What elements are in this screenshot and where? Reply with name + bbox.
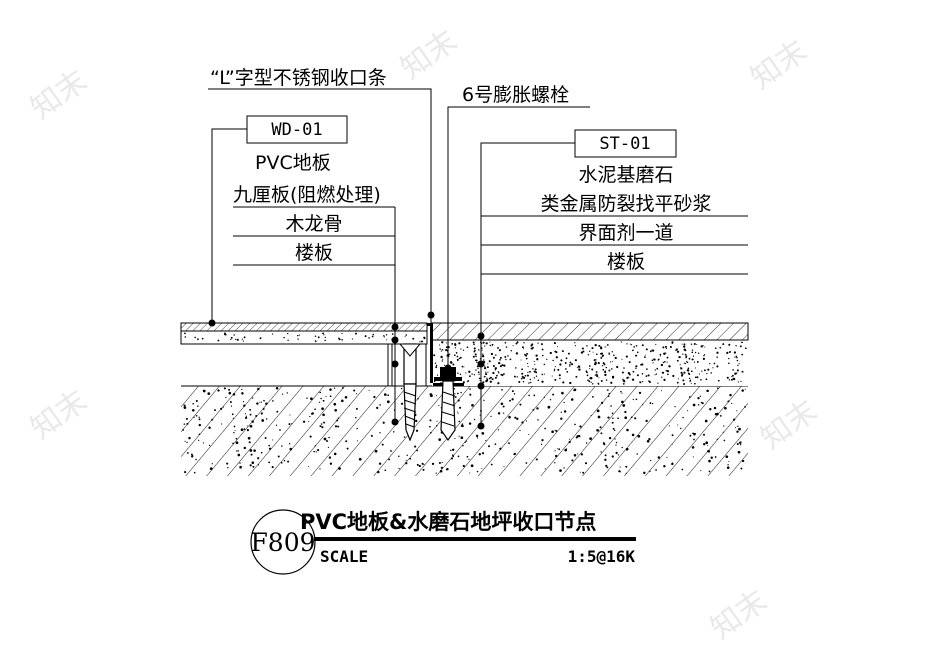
wd-01-code: WD-01: [271, 120, 322, 140]
plywood-layer: [180, 330, 428, 345]
right-slab-label: 楼板: [607, 251, 645, 273]
watermark: 知末: [25, 63, 94, 126]
left-slab-label: 楼板: [295, 242, 333, 264]
slab-stipple: [182, 387, 746, 475]
interface-agent-label: 界面剂一道: [578, 222, 673, 244]
anchor-screw: [398, 343, 422, 442]
scale-label: SCALE: [320, 547, 368, 566]
pvc-floor-label: PVC地板: [255, 152, 331, 174]
leveling-mortar-layer: [432, 339, 748, 386]
watermark: 知末: [395, 23, 464, 86]
watermark: 知末: [755, 393, 824, 456]
watermark: 知末: [25, 383, 94, 446]
node-circle: [250, 509, 316, 575]
wood-keel-label: 木龙骨: [285, 213, 342, 235]
l-trim: [427, 323, 464, 386]
expansion-bolt-label: 6号膨胀螺栓: [462, 84, 569, 106]
mortar-stipple: [433, 341, 747, 385]
floor-slab: [181, 385, 748, 476]
pvc-floor-assembly: [180, 322, 428, 387]
terrazzo-label: 水泥基磨石: [578, 164, 673, 186]
pvc-layer: [180, 322, 428, 332]
st-01-box: [574, 129, 677, 158]
scale-value: 1:5@16K: [568, 547, 636, 566]
wd-01-box: [246, 115, 348, 144]
title-rule: [314, 537, 636, 541]
mortar-label: 类金属防裂找平砂浆: [540, 193, 711, 215]
node-number: F809: [250, 528, 315, 557]
leader-dots: [208, 311, 485, 430]
plywood-label: 九厘板(阻燃处理): [233, 184, 381, 206]
right-label-lines: [481, 215, 748, 275]
drawing-title: PVC地板&水磨石地坪收口节点: [300, 510, 596, 534]
l-trim-label: “L”字型不锈钢收口条: [210, 67, 387, 89]
title-block: F809 PVC地板&水磨石地坪收口节点 SCALE 1:5@16K: [250, 509, 636, 575]
st-01-code: ST-01: [599, 134, 650, 154]
leader-lines: [208, 88, 590, 425]
watermark: 知末: [745, 33, 814, 96]
left-label-lines: [233, 206, 395, 266]
watermark: 知末: [705, 583, 774, 646]
